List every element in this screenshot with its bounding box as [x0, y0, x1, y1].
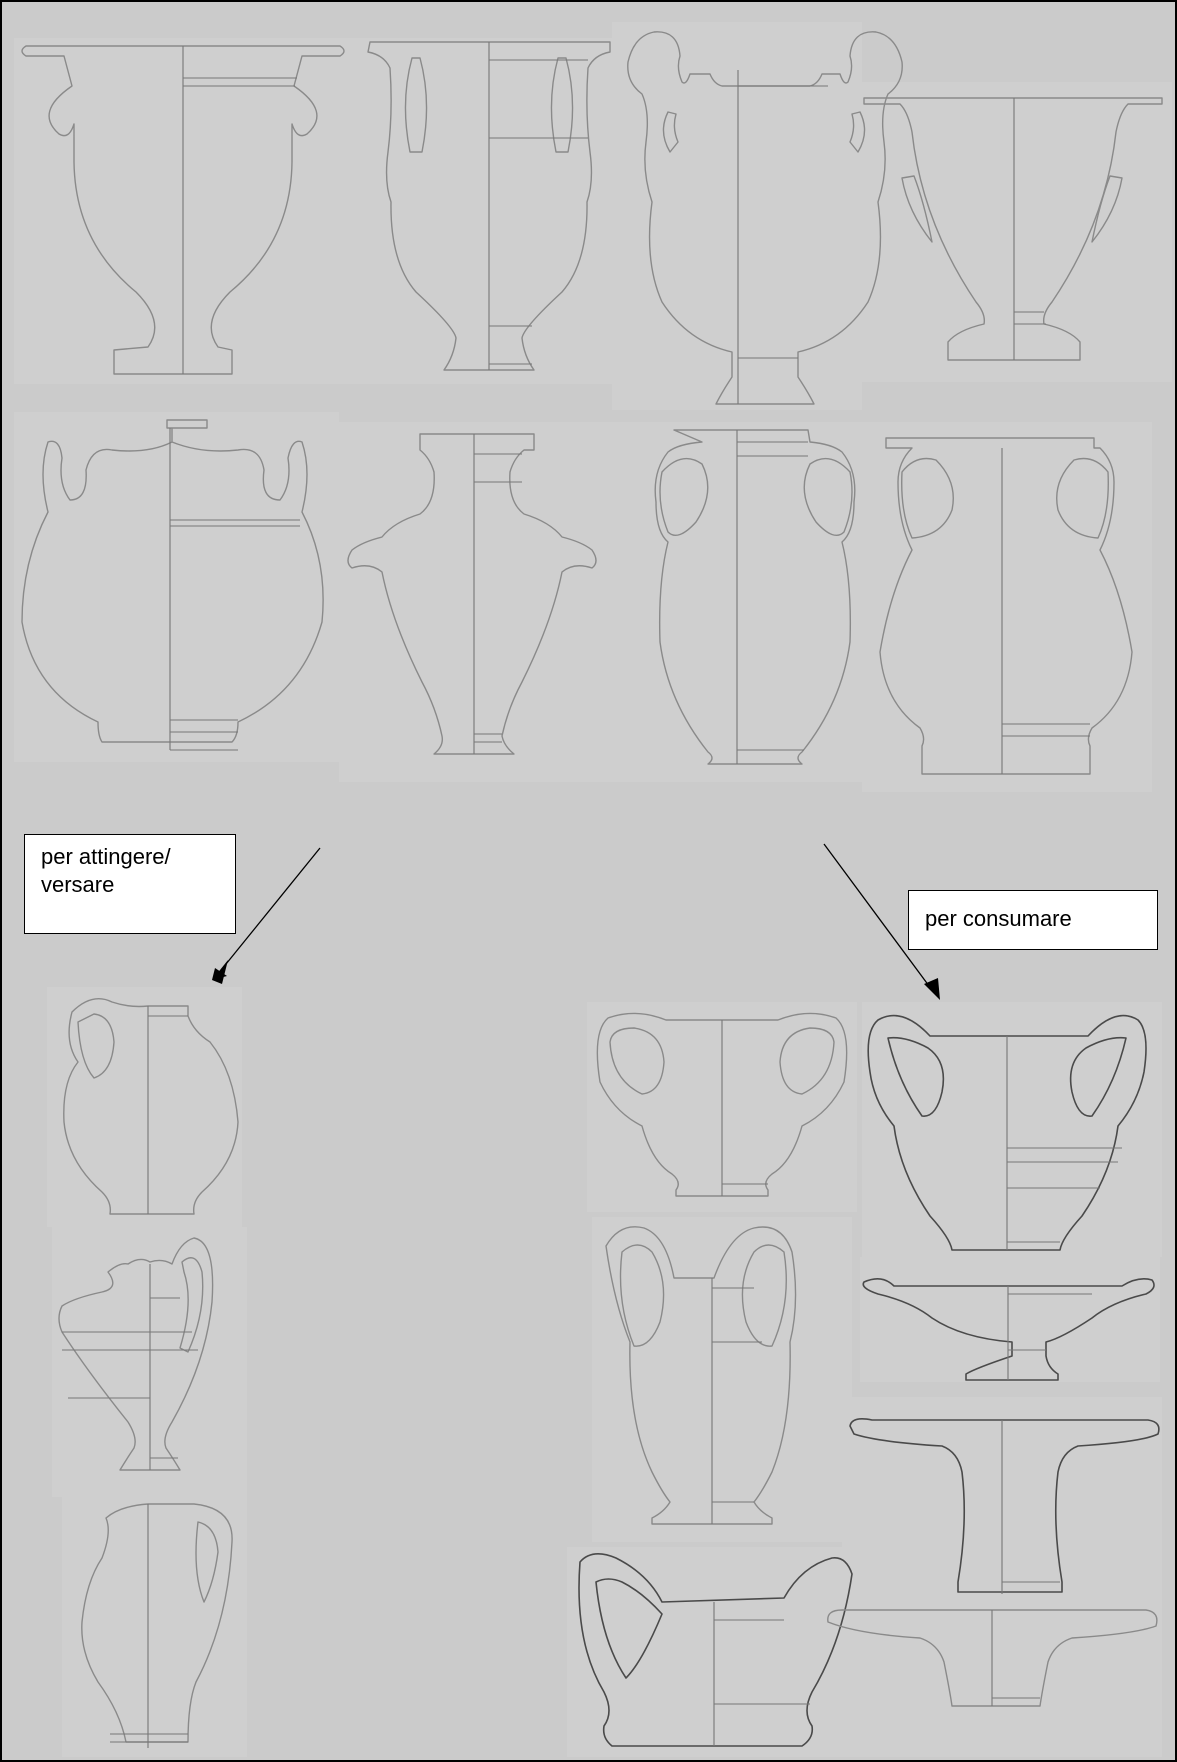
panel-bg: [62, 1497, 247, 1757]
panel-bg: [852, 82, 1172, 382]
panel-bg: [14, 412, 339, 762]
panel-bg: [817, 1607, 1162, 1757]
panel-bg: [860, 1257, 1160, 1382]
label-consume: per consumare: [908, 890, 1158, 950]
label-consume-text: per consumare: [925, 905, 1141, 933]
panel-bg: [612, 22, 862, 410]
label-pour: per attingere/ versare: [24, 834, 236, 934]
arrowhead: [924, 978, 940, 1000]
panel-bg: [47, 987, 242, 1227]
label-pour-line1: per attingere/: [41, 843, 219, 871]
label-pour-line2: versare: [41, 871, 219, 899]
panel-bg: [362, 38, 612, 384]
panel-bg: [602, 422, 862, 782]
